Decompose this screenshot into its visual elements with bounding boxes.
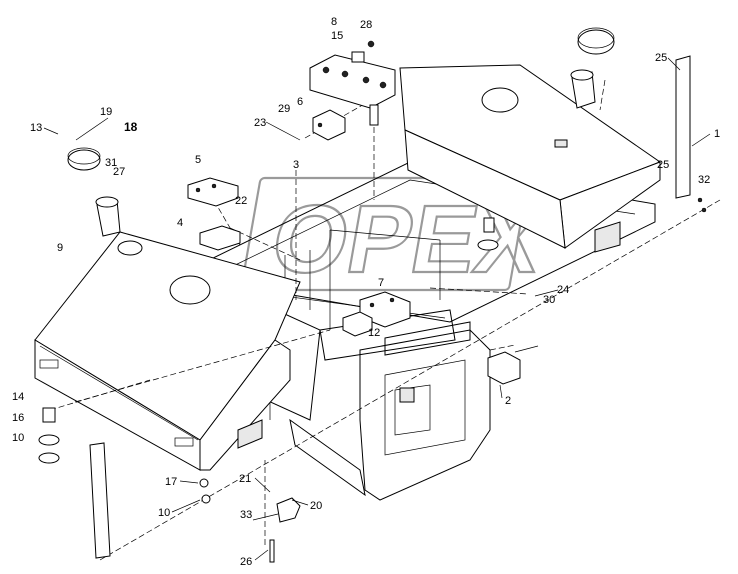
valve-2 bbox=[487, 345, 539, 385]
callout-17: 17 bbox=[165, 476, 177, 488]
fitting-33 bbox=[276, 497, 301, 523]
callout-14: 14 bbox=[12, 391, 24, 403]
callout-4: 4 bbox=[177, 217, 183, 229]
callout-18: 18 bbox=[124, 120, 138, 134]
valve-6 bbox=[312, 109, 346, 141]
callout-29: 29 bbox=[278, 103, 290, 115]
valve-12 bbox=[342, 311, 373, 337]
valve-4 bbox=[199, 225, 241, 251]
callout-5: 5 bbox=[195, 154, 201, 166]
mount-14 bbox=[38, 407, 60, 464]
bolt-26 bbox=[269, 539, 275, 563]
bolt-32 bbox=[697, 197, 707, 213]
callout-32: 32 bbox=[698, 174, 710, 186]
callout-24: 24 bbox=[557, 284, 569, 296]
callout-30: 30 bbox=[543, 294, 555, 306]
callout-21: 21 bbox=[239, 473, 251, 485]
callout-27: 27 bbox=[113, 166, 125, 178]
cap-18 bbox=[67, 147, 101, 171]
nut-10b bbox=[201, 494, 211, 504]
callout-12: 12 bbox=[368, 327, 380, 339]
callout-10b: 10 bbox=[158, 507, 170, 519]
callout-22: 22 bbox=[235, 195, 247, 207]
filter-top-right bbox=[570, 69, 596, 109]
callout-20: 20 bbox=[310, 500, 322, 512]
callout-9: 9 bbox=[57, 242, 63, 254]
valve-block-8 bbox=[309, 51, 396, 109]
right-support-box bbox=[359, 321, 491, 501]
callout-25b: 25 bbox=[657, 159, 669, 171]
spacer-29 bbox=[369, 104, 379, 126]
callout-19: 19 bbox=[100, 106, 112, 118]
callout-8: 8 bbox=[331, 16, 337, 28]
label-leaders bbox=[43, 57, 711, 561]
callout-31: 31 bbox=[105, 157, 117, 169]
left-tank bbox=[34, 231, 301, 471]
callout-16: 16 bbox=[12, 412, 24, 424]
filter-27 bbox=[95, 196, 121, 237]
nut-28 bbox=[367, 40, 375, 48]
strap-1 bbox=[675, 55, 691, 199]
callout-25a: 25 bbox=[655, 52, 667, 64]
callout-33: 33 bbox=[240, 509, 252, 521]
valve-5 bbox=[187, 177, 239, 207]
right-tank bbox=[399, 64, 662, 253]
callout-2: 2 bbox=[505, 395, 511, 407]
callout-26: 26 bbox=[240, 556, 252, 568]
mount-right bbox=[477, 217, 499, 251]
callout-6: 6 bbox=[297, 96, 303, 108]
cap-top-right bbox=[577, 27, 615, 55]
washer-17 bbox=[199, 478, 209, 488]
callout-10a: 10 bbox=[12, 432, 24, 444]
callout-7: 7 bbox=[378, 277, 384, 289]
callout-15: 15 bbox=[331, 30, 343, 42]
callout-13: 13 bbox=[30, 122, 42, 134]
callout-labels: 1 2 3 4 5 6 7 8 9 10 10 12 13 14 15 16 1… bbox=[12, 16, 720, 568]
callout-23: 23 bbox=[254, 117, 266, 129]
callout-28: 28 bbox=[360, 19, 372, 31]
strap-left-bottom bbox=[89, 442, 111, 559]
callout-1: 1 bbox=[714, 128, 720, 140]
callout-3: 3 bbox=[293, 159, 299, 171]
